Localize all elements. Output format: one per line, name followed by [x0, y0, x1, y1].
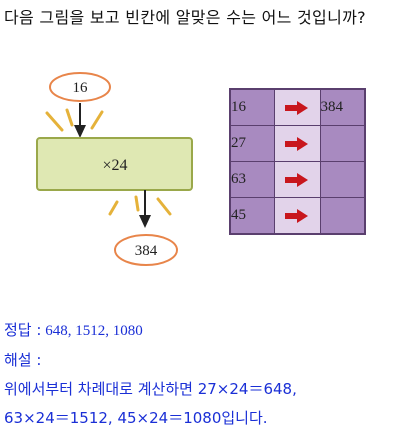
input-output-table: 16 384 27 63 45 [229, 88, 366, 235]
explanation-line-1: 위에서부터 차례대로 계산하면 27×24＝648, [4, 380, 297, 398]
output-oval: 384 [114, 234, 178, 266]
operation-label: ×24 [102, 157, 127, 174]
table-row: 27 [229, 125, 366, 162]
output-value: 384 [135, 243, 158, 259]
right-arrow-icon [285, 100, 308, 115]
answer-line: 정답 : 648, 1512, 1080 [4, 316, 396, 346]
input-arrow-icon [74, 103, 86, 138]
answer-label: 정답 : [4, 321, 42, 339]
input-oval: 16 [49, 72, 111, 102]
function-machine-diagram: 16 ×24 384 [36, 72, 193, 266]
table-input-cell: 63 [229, 161, 275, 198]
explanation-line-2: 63×24＝1512, 45×24＝1080입니다. [4, 409, 268, 427]
table-input-cell: 45 [229, 197, 275, 235]
table-output-cell-blank[interactable] [319, 197, 366, 235]
answer-value: 648, 1512, 1080 [45, 323, 143, 339]
question-text: 다음 그림을 보고 빈칸에 알맞은 수는 어느 것입니까? [4, 8, 366, 27]
machine-box: ×24 [36, 137, 193, 191]
table-output-cell-blank[interactable] [319, 125, 366, 162]
spark-icon-bottom [108, 195, 172, 216]
table-output-cell-blank[interactable] [319, 161, 366, 198]
right-arrow-icon [285, 136, 308, 151]
table-output-cell: 384 [319, 88, 366, 126]
input-value: 16 [73, 80, 89, 96]
table-input-cell: 16 [229, 88, 275, 126]
right-arrow-icon [285, 208, 308, 223]
right-arrow-icon [285, 172, 308, 187]
table-row: 45 [229, 197, 366, 235]
spark-icon-top [45, 108, 104, 132]
answer-section: 정답 : 648, 1512, 1080 해설 : 위에서부터 차례대로 계산하… [4, 316, 396, 433]
table-input-cell: 27 [229, 125, 275, 162]
explanation-label: 해설 : [4, 351, 42, 369]
table-row: 63 [229, 161, 366, 198]
table-row: 16 384 [229, 88, 366, 126]
output-arrow-icon [139, 190, 151, 228]
